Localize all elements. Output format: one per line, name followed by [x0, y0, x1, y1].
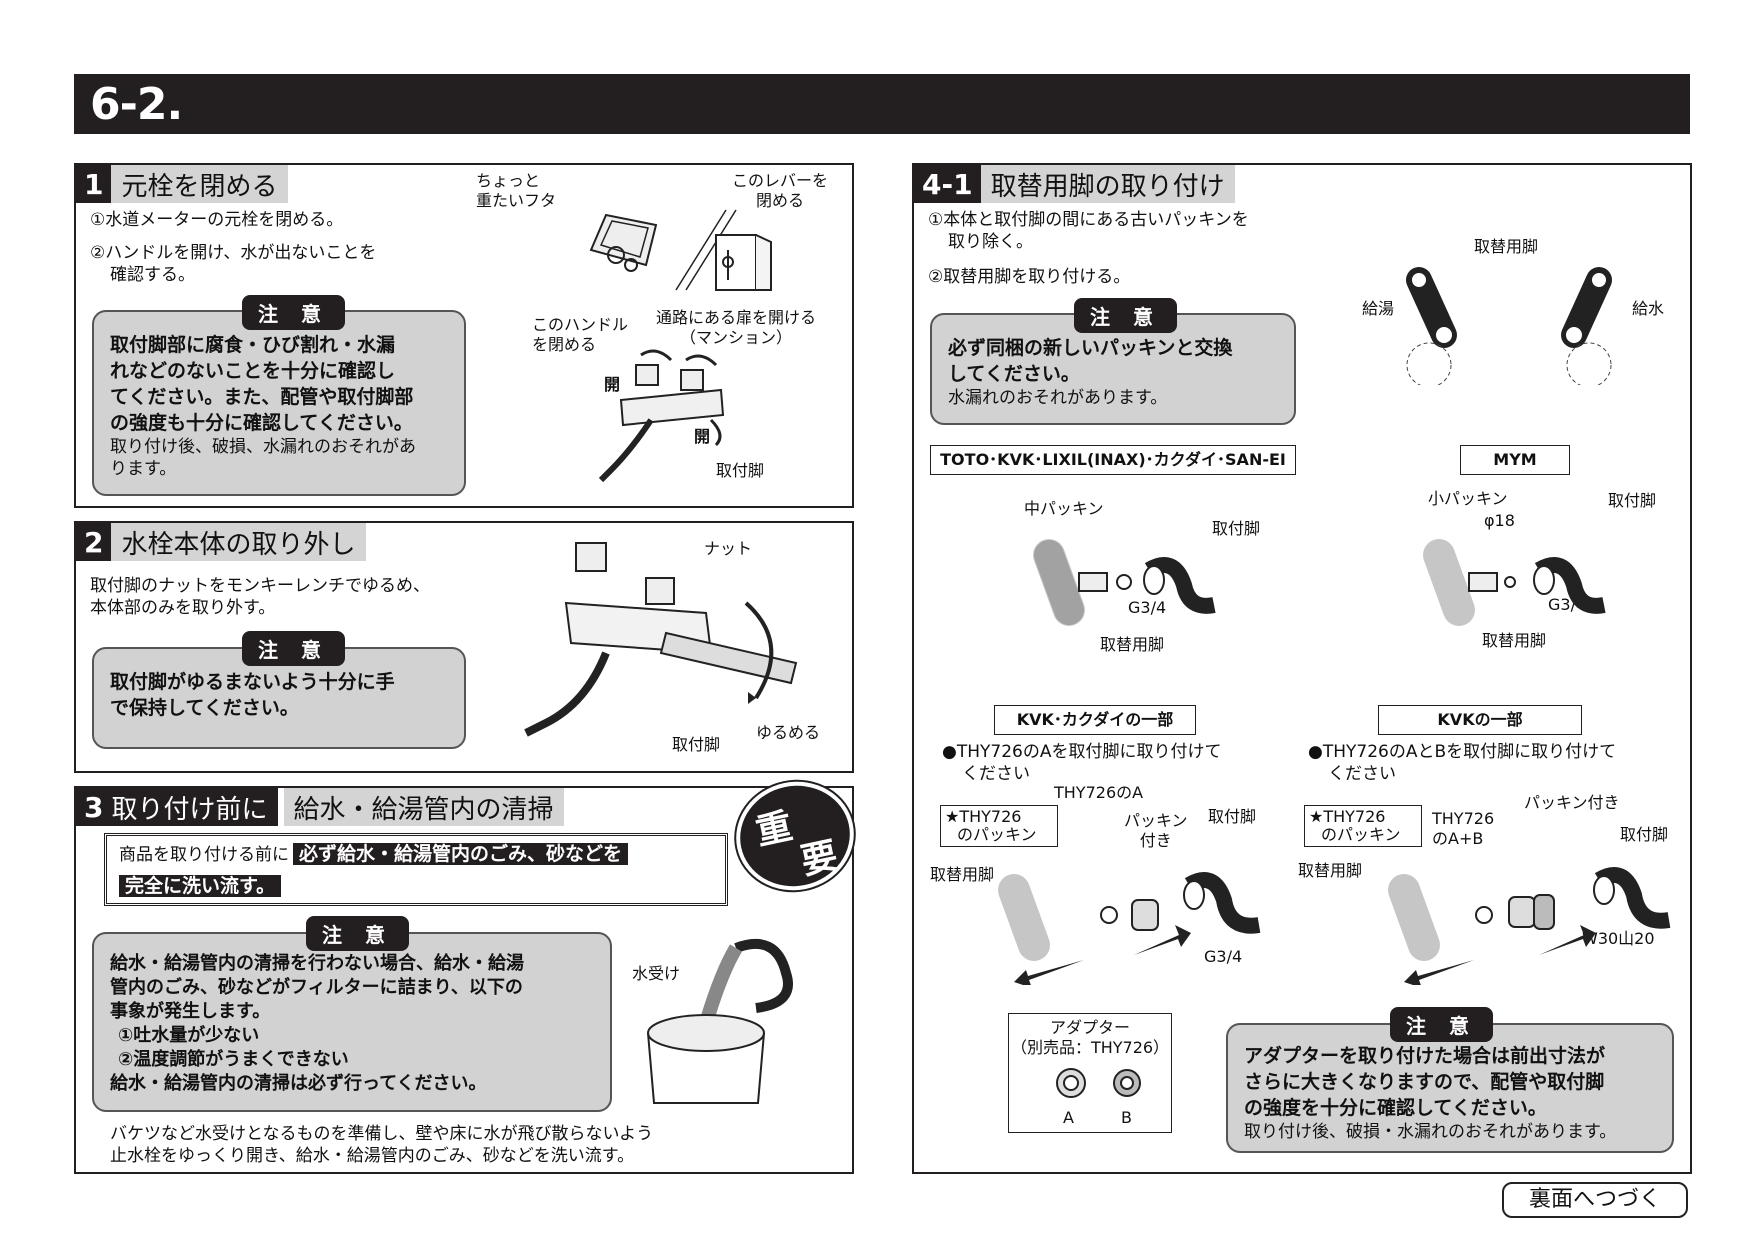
cold-water-label: 給水	[1632, 299, 1665, 318]
step-text: 取り除く。	[948, 232, 1033, 252]
footer-text: バケツなど水受けとなるものを準備し、壁や床に水が飛び散らないよう	[110, 1124, 654, 1144]
caution-label: 注 意	[242, 631, 345, 666]
page-header-bar	[74, 74, 1690, 134]
brand-label: MYM	[1460, 445, 1570, 475]
handle-label: このハンドルを閉める	[532, 315, 629, 354]
open-label: 開	[694, 427, 711, 446]
step-text: ②ハンドルを開け、水が出ないことを	[90, 243, 377, 263]
footer-text: 止水栓をゆっくり開き、給水・給湯管内のごみ、砂などを洗い流す。	[110, 1146, 635, 1166]
part-label: 取替用脚	[1482, 631, 1547, 650]
step-text: 本体部のみを取り外す。	[90, 598, 276, 618]
important-notice-box: 商品を取り付ける前に必ず給水・給湯管内のごみ、砂などを 完全に洗い流す。	[104, 833, 728, 906]
legs-top-illustration	[1384, 255, 1634, 388]
replacement-leg-label: 取替用脚	[1474, 237, 1539, 256]
caution-label: 注 意	[1390, 1007, 1493, 1042]
part-label: 取付脚	[1208, 807, 1257, 826]
part-label: THY726のA	[1054, 783, 1144, 802]
faucet-illustration	[591, 340, 741, 500]
caution-box: 給水・給湯管内の清掃を行わない場合、給水・給湯管内のごみ、砂などがフィルターに詰…	[92, 932, 612, 1112]
part-label: 取付脚	[1608, 491, 1657, 510]
part-label: 中パッキン	[1024, 499, 1104, 518]
brand-label: KVKの一部	[1378, 705, 1582, 735]
note-text: ください	[962, 764, 1030, 784]
note-text: ください	[1328, 764, 1396, 784]
meter-box-illustration	[576, 195, 666, 285]
caution-box: 取付脚部に腐食・ひび割れ・水漏れなどのないことを十分に確認してください。また、配…	[92, 310, 466, 496]
step-text: ②取替用脚を取り付ける。	[928, 267, 1131, 287]
hot-water-label: 給湯	[1362, 299, 1395, 318]
step-text: ①本体と取付脚の間にある古いパッキンを	[928, 210, 1249, 230]
brand-label: TOTO･KVK･LIXIL(INAX)･カクダイ･SAN-EI	[930, 445, 1296, 475]
step-text: 確認する。	[110, 265, 195, 285]
part-label: φ18	[1484, 511, 1515, 530]
assembly-2-illustration	[1414, 515, 1614, 635]
page-number: 6-2.	[90, 79, 183, 130]
part-label: G3/4	[1128, 598, 1167, 617]
part-label: 取替用脚	[1100, 635, 1165, 654]
open-label: 開	[604, 375, 621, 394]
part-label: パッキン付き	[1124, 811, 1188, 850]
part-label: 取付脚	[1212, 519, 1261, 538]
important-badge: 重要	[726, 770, 864, 902]
bucket-label: 水受け	[632, 964, 681, 983]
bucket-illustration	[636, 933, 836, 1113]
part-label: W30山20	[1582, 929, 1655, 948]
leg-label: 取付脚	[672, 735, 721, 754]
note-text: ●THY726のAとBを取付脚に取り付けて	[1308, 742, 1617, 762]
continue-label: 裏面へつづく	[1502, 1182, 1688, 1218]
caution-label: 注 意	[242, 295, 345, 330]
part-label: 小パッキン	[1428, 489, 1508, 508]
assembly-1-illustration	[1024, 515, 1224, 635]
caution-label: 注 意	[1074, 298, 1177, 333]
part-label: 取付脚	[1620, 825, 1669, 844]
assembly-3-illustration	[974, 845, 1274, 988]
assembly-4-illustration	[1374, 845, 1684, 988]
caution-label: 注 意	[306, 916, 409, 951]
door-illustration	[666, 190, 776, 300]
part-label: 取替用脚	[1298, 861, 1363, 880]
step-text: ①水道メーターの元栓を閉める。	[90, 210, 344, 230]
lever-label: このレバーを閉める	[732, 171, 829, 210]
brand-label: KVK･カクダイの一部	[994, 705, 1196, 735]
leg-label: 取付脚	[716, 461, 765, 480]
loosen-label: ゆるめる	[756, 723, 821, 742]
part-label: 取替用脚	[930, 865, 995, 884]
door-label: 通路にある扉を開ける（マンション）	[656, 308, 817, 347]
part-label: パッキン付き	[1524, 793, 1620, 812]
nut-label: ナット	[704, 539, 753, 558]
wrench-illustration	[506, 533, 816, 763]
adapter-caution-box: アダプターを取り付けた場合は前出寸法がさらに大きくなりますので、配管や取付脚の強…	[1226, 1023, 1674, 1153]
note-text: ●THY726のAを取付脚に取り付けて	[942, 742, 1222, 762]
step-text: 取付脚のナットをモンキーレンチでゆるめ、	[90, 576, 430, 596]
part-label: G3/4	[1204, 947, 1243, 966]
lid-label: ちょっと重たいフタ	[476, 171, 557, 210]
